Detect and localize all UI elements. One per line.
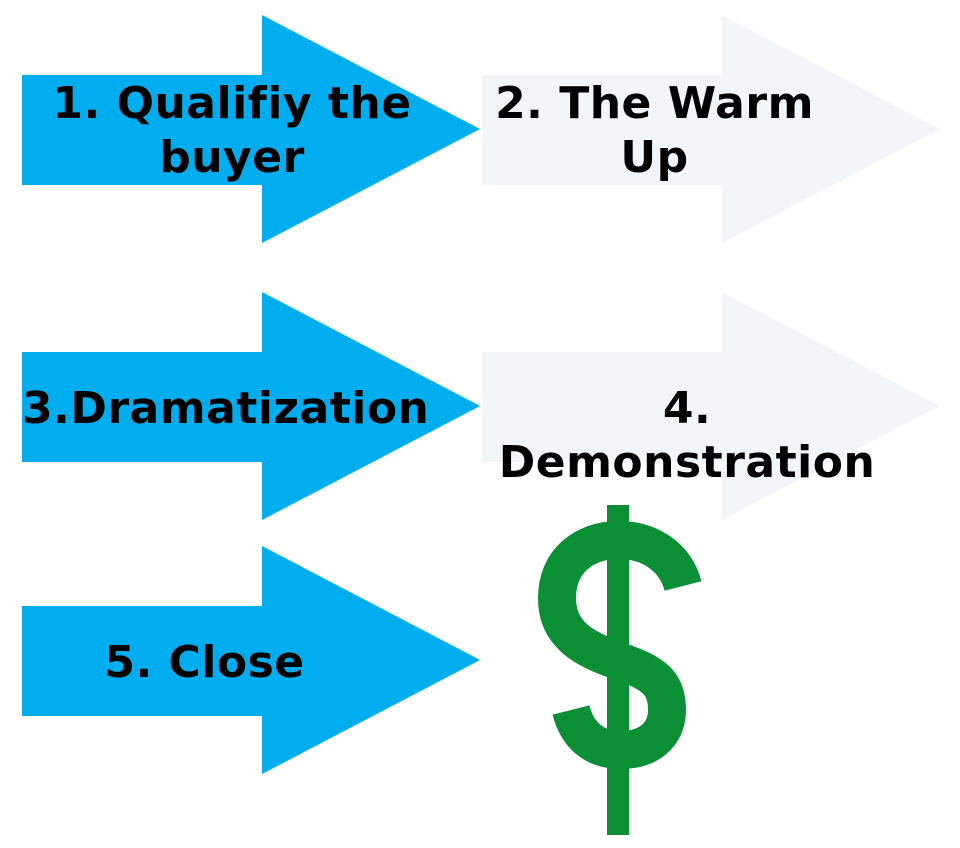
step-3-arrow-shape xyxy=(22,292,480,520)
step-4-arrow: 4. Demonstration xyxy=(482,292,942,522)
step-4-arrow-shape xyxy=(482,292,940,520)
step-3-label: 3.Dramatization xyxy=(22,382,430,436)
dollar-sign-icon xyxy=(537,505,702,835)
step-1-arrow-shape xyxy=(22,15,480,243)
step-1-label-line1: 1. Qualifiy the xyxy=(52,78,412,129)
step-5-label: 5. Close xyxy=(22,636,387,690)
step-3-label-line1: 3.Dramatization xyxy=(22,383,430,434)
step-2-label: 2. The Warm Up xyxy=(482,77,827,185)
step-3-arrow: 3.Dramatization xyxy=(22,292,482,522)
step-4-label-line1: 4. Demonstration xyxy=(498,383,876,488)
step-5-arrow-shape xyxy=(22,546,480,774)
step-2-label-line2: Up xyxy=(620,132,689,183)
step-5-arrow: 5. Close xyxy=(22,546,482,776)
step-1-label: 1. Qualifiy the buyer xyxy=(22,77,442,185)
step-2-arrow-shape xyxy=(482,15,940,243)
step-5-label-line1: 5. Close xyxy=(104,637,305,688)
step-2-label-line1: 2. The Warm xyxy=(495,78,814,129)
step-1-label-line2: buyer xyxy=(159,132,305,183)
step-2-arrow: 2. The Warm Up xyxy=(482,15,942,245)
step-1-arrow: 1. Qualifiy the buyer xyxy=(22,15,482,245)
step-4-label: 4. Demonstration xyxy=(482,382,892,490)
